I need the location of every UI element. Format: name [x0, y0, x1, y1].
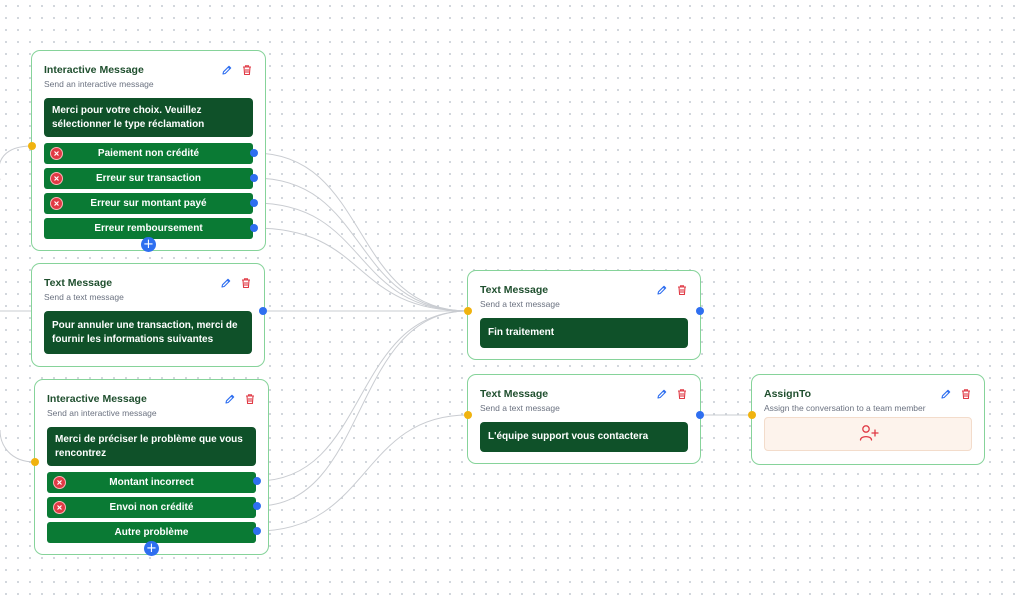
- message-bubble: Fin traitement: [480, 318, 688, 348]
- trash-icon[interactable]: [676, 284, 688, 296]
- pencil-icon[interactable]: [221, 64, 233, 76]
- interactive-message-node-1[interactable]: Interactive Message Send an interactive …: [31, 50, 266, 252]
- trash-icon[interactable]: [960, 388, 972, 400]
- option-button[interactable]: Montant incorrect: [47, 472, 256, 493]
- option-button[interactable]: Erreur sur montant payé: [44, 193, 253, 214]
- message-bubble: Pour annuler une transaction, merci de f…: [44, 311, 252, 354]
- node-title: Text Message: [44, 277, 113, 289]
- option-label: Autre problème: [114, 527, 189, 538]
- option-label: Envoi non crédité: [109, 502, 194, 513]
- output-handle[interactable]: [696, 307, 704, 315]
- pencil-icon[interactable]: [940, 388, 952, 400]
- node-subtitle: Send an interactive message: [44, 79, 154, 89]
- text-message-node-1[interactable]: Text Message Send a text message Pour an…: [31, 263, 265, 367]
- node-subtitle: Send a text message: [480, 299, 560, 309]
- edge: [256, 310, 469, 482]
- option-button[interactable]: Erreur remboursement: [44, 218, 253, 239]
- option-label: Erreur sur transaction: [95, 173, 202, 184]
- edge: [0, 145, 33, 180]
- output-handle[interactable]: [253, 477, 261, 485]
- x-circle-icon[interactable]: [53, 476, 66, 489]
- option-label: Paiement non crédité: [97, 148, 200, 159]
- user-plus-icon[interactable]: [859, 424, 879, 442]
- input-handle[interactable]: [28, 142, 36, 150]
- option-button[interactable]: Paiement non crédité: [44, 143, 253, 164]
- text-message-node-2[interactable]: Text Message Send a text message Fin tra…: [467, 270, 701, 360]
- edge: [0, 429, 36, 463]
- node-subtitle: Send an interactive message: [47, 408, 157, 418]
- assign-to-node[interactable]: AssignTo Assign the conversation to a te…: [751, 374, 985, 465]
- pencil-icon[interactable]: [656, 284, 668, 296]
- node-title: AssignTo: [764, 388, 812, 400]
- x-circle-icon[interactable]: [50, 172, 63, 185]
- add-option-plus-icon[interactable]: +: [141, 237, 156, 252]
- interactive-message-node-2[interactable]: Interactive Message Send an interactive …: [34, 379, 269, 556]
- node-title: Interactive Message: [44, 64, 144, 76]
- option-button[interactable]: Erreur sur transaction: [44, 168, 253, 189]
- option-label: Montant incorrect: [109, 477, 194, 488]
- pencil-icon[interactable]: [220, 277, 232, 289]
- trash-icon[interactable]: [244, 393, 256, 405]
- edge: [253, 227, 469, 312]
- x-circle-icon[interactable]: [53, 501, 66, 514]
- trash-icon[interactable]: [676, 388, 688, 400]
- message-bubble: Merci de préciser le problème que vous r…: [47, 427, 256, 466]
- output-handle[interactable]: [250, 149, 258, 157]
- text-message-node-3[interactable]: Text Message Send a text message L'équip…: [467, 374, 701, 464]
- trash-icon[interactable]: [241, 64, 253, 76]
- output-handle[interactable]: [696, 411, 704, 419]
- node-title: Text Message: [480, 284, 549, 296]
- node-subtitle: Assign the conversation to a team member: [764, 403, 926, 413]
- output-handle[interactable]: [259, 307, 267, 315]
- edge: [256, 414, 469, 532]
- input-handle[interactable]: [464, 411, 472, 419]
- input-handle[interactable]: [464, 307, 472, 315]
- input-handle[interactable]: [31, 458, 39, 466]
- output-handle[interactable]: [253, 527, 261, 535]
- output-handle[interactable]: [250, 174, 258, 182]
- input-handle[interactable]: [748, 411, 756, 419]
- node-title: Text Message: [480, 388, 549, 400]
- x-circle-icon[interactable]: [50, 197, 63, 210]
- node-title: Interactive Message: [47, 393, 147, 405]
- node-subtitle: Send a text message: [44, 292, 124, 302]
- trash-icon[interactable]: [240, 277, 252, 289]
- message-bubble: Merci pour votre choix. Veuillez sélecti…: [44, 98, 253, 137]
- node-subtitle: Send a text message: [480, 403, 560, 413]
- option-button[interactable]: Autre problème: [47, 522, 256, 543]
- assign-member-box[interactable]: [764, 417, 972, 451]
- edge: [256, 310, 469, 507]
- message-bubble: L'équipe support vous contactera: [480, 422, 688, 452]
- output-handle[interactable]: [250, 199, 258, 207]
- edge: [253, 177, 469, 312]
- edge: [253, 202, 469, 312]
- edge: [253, 152, 469, 312]
- output-handle[interactable]: [253, 502, 261, 510]
- pencil-icon[interactable]: [224, 393, 236, 405]
- pencil-icon[interactable]: [656, 388, 668, 400]
- output-handle[interactable]: [250, 224, 258, 232]
- option-button[interactable]: Envoi non crédité: [47, 497, 256, 518]
- x-circle-icon[interactable]: [50, 147, 63, 160]
- add-option-plus-icon[interactable]: +: [144, 541, 159, 556]
- option-label: Erreur remboursement: [94, 223, 203, 234]
- option-label: Erreur sur montant payé: [90, 198, 207, 209]
